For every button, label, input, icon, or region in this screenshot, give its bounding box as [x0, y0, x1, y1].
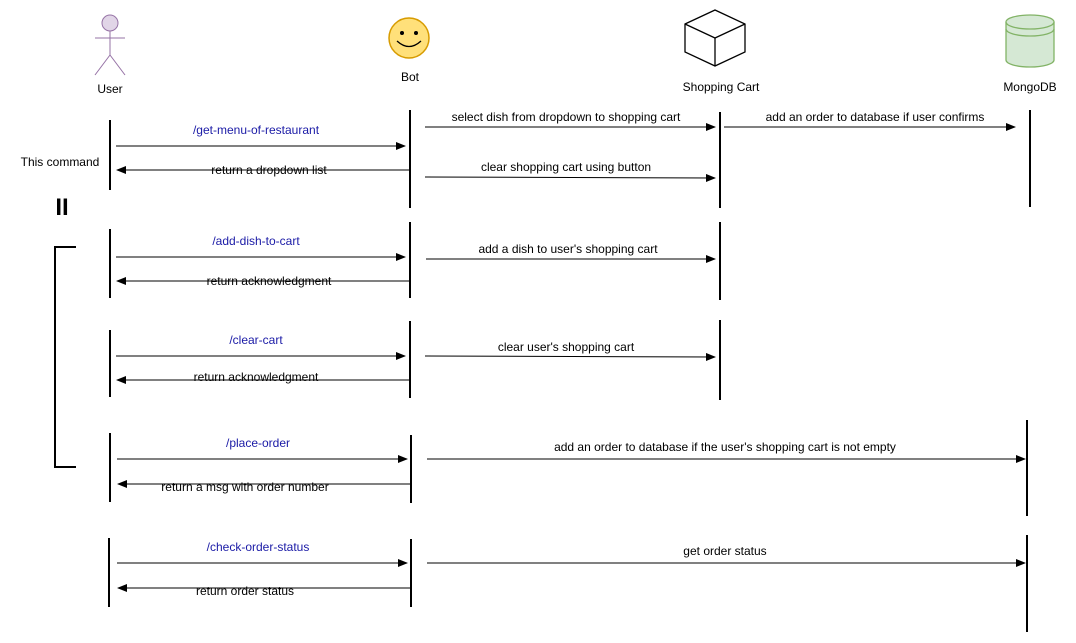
message-group: /check-order-status return order status …: [108, 535, 1028, 632]
diagram-shape: [101, 14, 119, 32]
response-label: return acknowledgment: [194, 370, 319, 384]
diagram-shape: [94, 54, 111, 76]
message-group: /get-menu-of-restaurant return a dropdow…: [109, 110, 1031, 208]
command-label: /add-dish-to-cart: [212, 234, 300, 248]
diagram-shape: [414, 31, 418, 35]
annotation-equals: II: [55, 194, 68, 221]
message-arrow: [424, 352, 716, 361]
diagram-shape: [684, 23, 746, 39]
message-label: add a dish to user's shopping cart: [478, 242, 658, 256]
diagram-shape: [388, 17, 430, 59]
diagram-shape: [109, 54, 126, 76]
command-label: /clear-cart: [229, 333, 283, 347]
command-label: /check-order-status: [207, 540, 310, 554]
grouping-bracket: [54, 246, 76, 468]
command-label: /place-order: [226, 436, 290, 450]
message-group: /clear-cart return acknowledgment clear …: [109, 320, 721, 400]
command-label: /get-menu-of-restaurant: [193, 123, 320, 137]
cube-icon: [684, 9, 746, 67]
message-label: get order status: [683, 544, 766, 558]
diagram-shape: [400, 31, 404, 35]
message-label: clear shopping cart using button: [481, 160, 651, 174]
participant-label-bot: Bot: [401, 70, 420, 84]
smiley-face-icon: [388, 17, 430, 59]
diagram-shape: [1005, 22, 1055, 68]
database-cylinder-icon: [1005, 14, 1055, 68]
message-label: clear user's shopping cart: [498, 340, 635, 354]
participant-label-user: User: [97, 82, 122, 96]
message-group: /place-order return a msg with order num…: [109, 420, 1028, 516]
participant-label-mongodb: MongoDB: [1003, 80, 1056, 94]
response-label: return a dropdown list: [211, 163, 327, 177]
diagram-shape: [684, 9, 746, 67]
diagram-shape: [396, 40, 422, 48]
message-label: add an order to database if user confirm…: [766, 110, 985, 124]
response-label: return acknowledgment: [207, 274, 332, 288]
participant-mongodb: MongoDB: [1003, 14, 1057, 94]
diagram-shape: [1005, 14, 1055, 30]
participant-shopping-cart: Shopping Cart: [683, 9, 760, 94]
participant-bot: Bot: [388, 17, 430, 84]
message-label: select dish from dropdown to shopping ca…: [452, 110, 681, 124]
message-arrow: [424, 173, 716, 182]
stick-figure-icon: [94, 14, 126, 76]
participant-user: User: [94, 14, 126, 96]
response-label: return a msg with order number: [161, 480, 328, 494]
participant-label-shopping-cart: Shopping Cart: [683, 80, 760, 94]
diagram-shape: [1005, 28, 1055, 37]
annotation-text: This command: [21, 155, 100, 169]
message-group: /add-dish-to-cart return acknowledgment …: [109, 222, 721, 300]
message-label: add an order to database if the user's s…: [554, 440, 896, 454]
response-label: return order status: [196, 584, 294, 598]
